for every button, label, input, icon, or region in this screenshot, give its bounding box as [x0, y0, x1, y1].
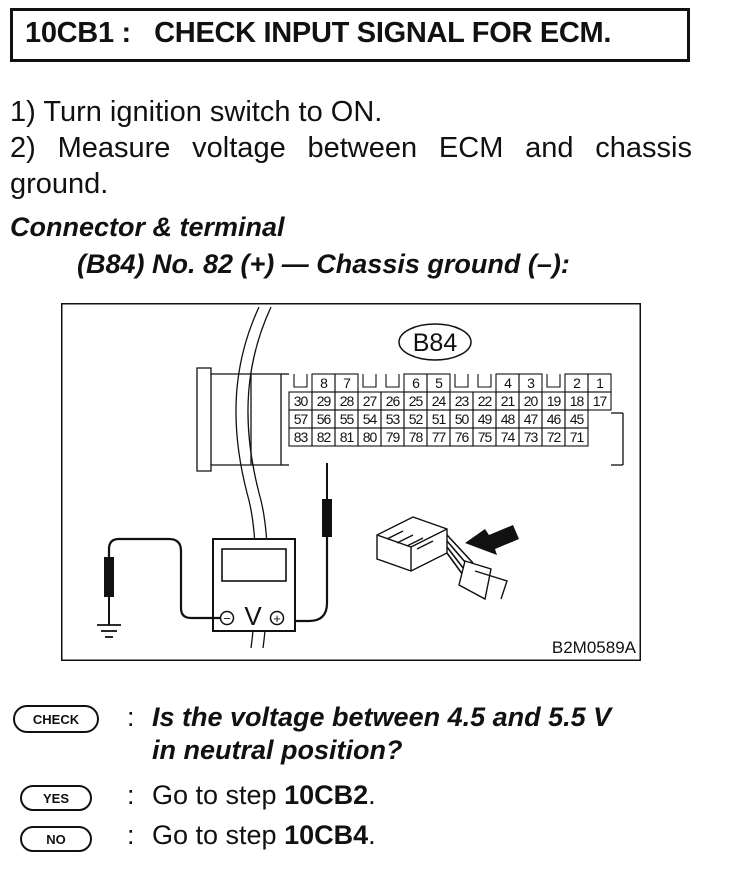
negative-lead [104, 537, 220, 625]
terminal-number: 24 [432, 393, 447, 409]
yes-badge: YES [20, 785, 92, 811]
connector-heading: Connector & terminal [10, 212, 285, 242]
no-answer-suffix: . [368, 820, 376, 850]
no-answer: Go to step 10CB4. [152, 820, 376, 851]
terminal-number: 45 [570, 411, 585, 427]
yes-answer: Go to step 10CB2. [152, 780, 376, 811]
terminal-key-slot [362, 374, 377, 388]
terminal-number: 72 [547, 429, 562, 445]
voltmeter-v-symbol: V [244, 601, 262, 631]
terminal-number: 49 [478, 411, 493, 427]
insert-arrow-icon [465, 525, 519, 555]
terminal-cell [564, 427, 589, 447]
connector-id-badge: B84 [398, 323, 472, 361]
terminal-number: 52 [409, 411, 424, 427]
instruction-step-2: 2) Measure voltage between ECM and chass… [10, 132, 692, 164]
connector-id-label: B84 [413, 329, 458, 357]
terminal-number: 8 [320, 375, 328, 391]
terminal-number: 5 [435, 375, 443, 391]
terminal-number: 50 [455, 411, 470, 427]
terminal-number: 54 [363, 411, 378, 427]
terminal-number: 75 [478, 429, 493, 445]
terminal-number: 78 [409, 429, 424, 445]
terminal-number: 26 [386, 393, 401, 409]
terminal-number: 47 [524, 411, 539, 427]
terminal-number: 77 [432, 429, 447, 445]
terminal-key-slot [385, 374, 400, 388]
terminal-number: 27 [363, 393, 378, 409]
terminal-number: 48 [501, 411, 516, 427]
connector-plug-icon [376, 516, 508, 601]
terminal-number: 7 [343, 375, 351, 391]
terminal-number: 56 [317, 411, 332, 427]
terminal-number: 20 [524, 393, 539, 409]
terminal-key-slot [477, 374, 492, 388]
terminal-number: 29 [317, 393, 332, 409]
terminal-number: 73 [524, 429, 539, 445]
check-badge-label: CHECK [33, 712, 80, 727]
terminal-number: 53 [386, 411, 401, 427]
terminal-number: 19 [547, 393, 562, 409]
check-badge: CHECK [13, 705, 99, 733]
step-title: 10CB1 : CHECK INPUT SIGNAL FOR ECM. [25, 17, 612, 49]
terminal-cell [587, 391, 612, 411]
ground-icon [97, 624, 121, 638]
yes-colon: : [127, 780, 135, 810]
check-question-line-2: in neutral position? [152, 735, 403, 765]
voltmeter: − V + [212, 538, 296, 632]
terminal-key-slot [293, 374, 308, 388]
terminal-number: 3 [527, 375, 535, 391]
terminal-number: 4 [504, 375, 512, 391]
terminal-number: 74 [501, 429, 516, 445]
terminal-number: 18 [570, 393, 585, 409]
terminal-number: 57 [294, 411, 309, 427]
no-colon: : [127, 820, 135, 850]
yes-answer-suffix: . [368, 780, 376, 810]
no-badge: NO [20, 826, 92, 852]
check-question-line-1: Is the voltage between 4.5 and 5.5 V [152, 702, 612, 732]
terminal-number: 2 [573, 375, 581, 391]
yes-answer-prefix: Go to step [152, 780, 285, 810]
terminal-number: 17 [593, 393, 608, 409]
terminal-number: 25 [409, 393, 424, 409]
terminal-number: 1 [596, 375, 604, 391]
instruction-step-2-continued: ground. [10, 168, 109, 200]
terminal-key-slot [454, 374, 469, 388]
no-answer-prefix: Go to step [152, 820, 285, 850]
terminal-number: 55 [340, 411, 355, 427]
step-header: 10CB1 : CHECK INPUT SIGNAL FOR ECM. [10, 8, 690, 62]
terminal-number: 22 [478, 393, 493, 409]
terminal-number: 46 [547, 411, 562, 427]
terminal-number: 82 [317, 429, 332, 445]
no-badge-label: NO [46, 832, 66, 847]
terminal-number: 28 [340, 393, 355, 409]
check-colon: : [127, 702, 135, 732]
voltmeter-minus-symbol: − [223, 611, 231, 626]
no-step-link[interactable]: 10CB4 [284, 820, 369, 850]
voltmeter-plus-symbol: + [273, 611, 281, 626]
instruction-step-1: 1) Turn ignition switch to ON. [10, 96, 383, 128]
terminal-number: 81 [340, 429, 355, 445]
terminal-number: 21 [501, 393, 516, 409]
terminal-key-slot [546, 374, 561, 388]
terminal-number: 51 [432, 411, 447, 427]
terminal-number: 30 [294, 393, 309, 409]
yes-step-link[interactable]: 10CB2 [284, 780, 369, 810]
terminal-number: 83 [294, 429, 309, 445]
terminal-number: 76 [455, 429, 470, 445]
terminal-number: 79 [386, 429, 401, 445]
connector-terminal-line: (B84) No. 82 (+) — Chassis ground (–): [77, 249, 570, 279]
terminal-number: 6 [412, 375, 420, 391]
terminal-number: 71 [570, 429, 585, 445]
terminal-number: 80 [363, 429, 378, 445]
figure-code: B2M0589A [552, 638, 637, 657]
positive-probe [283, 463, 332, 623]
terminal-number: 23 [455, 393, 470, 409]
yes-badge-label: YES [43, 791, 69, 806]
